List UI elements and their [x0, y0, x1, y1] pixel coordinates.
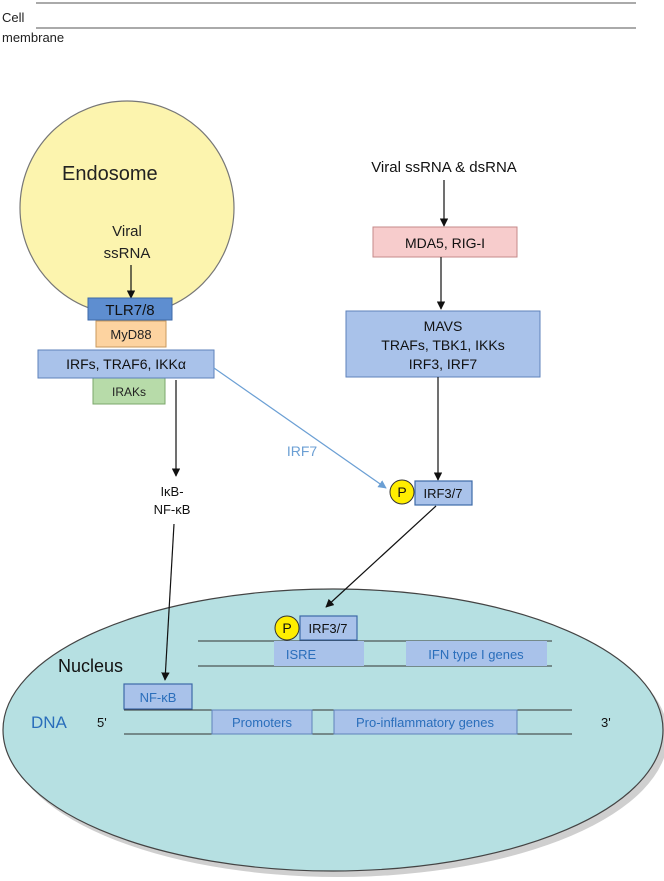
iraks-box	[92, 377, 166, 405]
phospho-badge-nucleus-label: P	[282, 620, 291, 636]
arrow-ikb-to-nfkb	[161, 523, 175, 681]
phospho-badge-cytoplasm	[389, 479, 415, 505]
stimulus-label: Viral ssRNA & dsRNA	[371, 159, 517, 176]
phospho-badge-cytoplasm-label: P	[397, 484, 406, 500]
phospho-badge-nucleus	[274, 615, 300, 641]
irf3-7-label-cytoplasm: IRF3/7	[423, 486, 462, 501]
isre-label: ISRE	[286, 647, 317, 662]
irfs-traf6-ikka-box	[37, 349, 215, 379]
isre-box	[274, 641, 364, 666]
arrow-complex-to-irf3-7	[213, 367, 387, 489]
tlr78-label: TLR7/8	[105, 302, 154, 319]
irf7-label: IRF7	[287, 443, 318, 459]
nfkb-box	[123, 683, 193, 710]
ikb-label-2: NF-κB	[154, 502, 191, 517]
iraks-label: IRAKs	[112, 385, 146, 399]
membrane-label-1: Cell	[2, 10, 25, 25]
nfkb-label: NF-κB	[140, 690, 177, 705]
dna-label: DNA	[31, 713, 68, 732]
viral-ssrna-label-1: Viral	[112, 223, 142, 240]
endosome	[19, 100, 235, 316]
proinflammatory-genes-box	[333, 709, 518, 735]
mavs-label-3: IRF3, IRF7	[409, 356, 478, 372]
ikb-label-1: IκB-	[160, 484, 183, 499]
nucleus-label: Nucleus	[58, 656, 123, 676]
mda5-rigi-box	[372, 226, 518, 258]
five-prime-label: 5'	[97, 715, 107, 730]
myd88-box	[95, 320, 167, 348]
viral-ssrna-label-2: ssRNA	[104, 245, 151, 262]
mavs-label-1: MAVS	[424, 318, 463, 334]
ifn-genes-box	[406, 641, 547, 666]
mavs-box	[345, 310, 541, 378]
irf3-7-box-nucleus	[299, 615, 358, 641]
membrane-label-2: membrane	[2, 30, 64, 45]
three-prime-label: 3'	[601, 715, 611, 730]
irfs-traf6-ikka-label: IRFs, TRAF6, IKKα	[66, 356, 186, 372]
endosome-label: Endosome	[62, 163, 158, 185]
promoters-label: Promoters	[232, 715, 292, 730]
irf3-7-label-nucleus: IRF3/7	[308, 621, 347, 636]
ifn-genes-label: IFN type I genes	[428, 647, 524, 662]
arrow-irf3-7-to-nucleus	[325, 505, 437, 608]
promoters-box	[211, 709, 313, 735]
irf3-7-box-cytoplasm	[414, 480, 473, 506]
tlr78-box	[87, 297, 173, 321]
mavs-label-2: TRAFs, TBK1, IKKs	[381, 337, 504, 353]
proinflammatory-genes-label: Pro-inflammatory genes	[356, 715, 494, 730]
myd88-label: MyD88	[110, 327, 151, 342]
mda5-rigi-label: MDA5, RIG-I	[405, 235, 485, 251]
